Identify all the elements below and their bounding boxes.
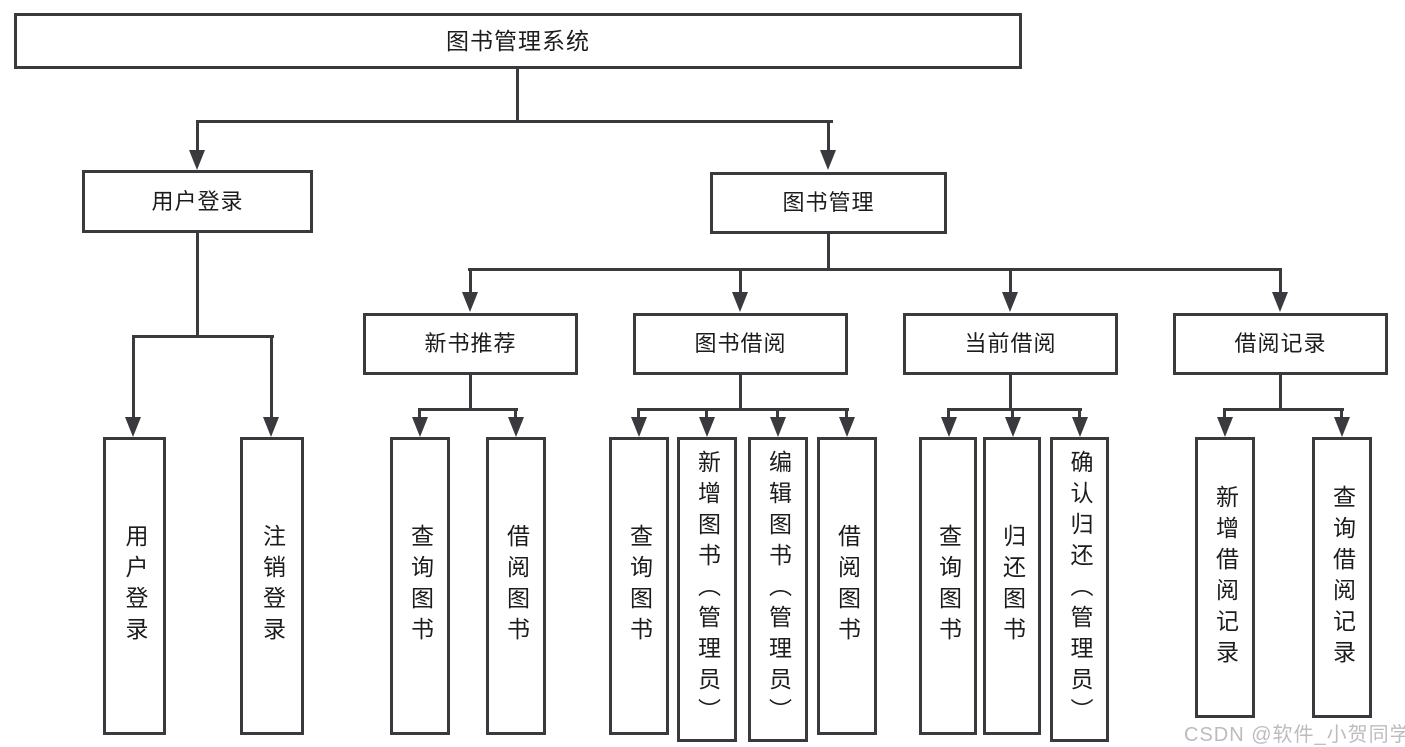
connector-user-login-drop-2 xyxy=(270,335,273,419)
connector-borrow-drop-4 xyxy=(845,408,848,420)
connector-book-mgmt-stem xyxy=(827,234,830,268)
csdn-watermark: CSDN @软件_小贺同学 xyxy=(1184,724,1405,746)
arrow-down-icon xyxy=(462,292,478,312)
node-label: 借阅记录 xyxy=(1234,331,1327,356)
node-label: 图书管理系统 xyxy=(446,27,590,54)
node-label: 查询借阅记录 xyxy=(1329,484,1356,671)
arrow-down-icon xyxy=(1217,417,1233,437)
node-new-book-recommend: 新书推荐 xyxy=(363,313,578,375)
connector-root-stem xyxy=(516,69,519,120)
connector-current-drop-3 xyxy=(1078,408,1081,420)
connector-book-mgmt-drop-3 xyxy=(1009,268,1012,293)
connector-book-mgmt-drop-2 xyxy=(739,268,742,293)
connector-root-bar xyxy=(196,120,833,123)
node-label: 新增图书（管理员） xyxy=(694,450,721,729)
arrow-down-icon xyxy=(412,417,428,437)
connector-recommend-drop-1 xyxy=(418,408,421,420)
arrow-down-icon xyxy=(1272,292,1288,312)
node-leaf-borrow-add-books-admin: 新增图书（管理员） xyxy=(677,437,737,742)
arrow-down-icon xyxy=(770,417,786,437)
connector-recommend-bar xyxy=(418,408,518,411)
connector-book-mgmt-drop-4 xyxy=(1279,268,1282,293)
node-label: 注销登录 xyxy=(259,524,286,648)
connector-current-bar xyxy=(947,408,1082,411)
connector-current-drop-2 xyxy=(1011,408,1014,420)
connector-borrow-drop-1 xyxy=(637,408,640,420)
connector-root-drop-right xyxy=(827,120,830,152)
node-label: 用户登录 xyxy=(122,524,148,648)
node-label: 查询图书 xyxy=(626,524,653,648)
arrow-down-icon xyxy=(125,417,141,437)
node-label: 查询图书 xyxy=(935,524,962,648)
arrow-down-icon xyxy=(1072,417,1088,437)
node-user-login: 用户登录 xyxy=(82,170,313,233)
connector-current-stem xyxy=(1009,375,1012,408)
node-label: 新增借阅记录 xyxy=(1212,484,1239,671)
arrow-down-icon xyxy=(941,417,957,437)
node-current-borrow: 当前借阅 xyxy=(903,313,1118,375)
node-leaf-current-confirm-return-admin: 确认归还（管理员） xyxy=(1050,437,1109,742)
arrow-down-icon xyxy=(1002,292,1018,312)
connector-record-drop-2 xyxy=(1340,408,1343,420)
arrow-down-icon xyxy=(508,417,524,437)
node-label: 归还图书 xyxy=(999,524,1026,648)
connector-record-bar xyxy=(1223,408,1344,411)
node-leaf-borrow-borrow-books: 借阅图书 xyxy=(817,437,877,735)
node-leaf-current-return-books: 归还图书 xyxy=(983,437,1041,735)
connector-root-drop-left xyxy=(196,120,199,152)
node-label: 编辑图书（管理员） xyxy=(765,450,792,729)
connector-record-stem xyxy=(1279,375,1282,408)
node-leaf-current-query-books: 查询图书 xyxy=(919,437,977,735)
node-label: 当前借阅 xyxy=(964,331,1057,356)
node-label: 新书推荐 xyxy=(424,331,517,356)
connector-borrow-bar xyxy=(637,408,849,411)
node-label: 图书借阅 xyxy=(694,331,787,356)
arrow-down-icon xyxy=(820,150,836,170)
node-library-management-system: 图书管理系统 xyxy=(14,13,1022,69)
node-label: 确认归还（管理员） xyxy=(1067,450,1093,729)
node-label: 图书管理 xyxy=(782,190,875,215)
node-label: 借阅图书 xyxy=(834,524,861,648)
connector-recommend-drop-2 xyxy=(514,408,517,420)
connector-current-drop-1 xyxy=(947,408,950,420)
node-book-management: 图书管理 xyxy=(710,172,947,234)
connector-record-drop-1 xyxy=(1223,408,1226,420)
connector-borrow-stem xyxy=(739,375,742,408)
arrow-down-icon xyxy=(732,292,748,312)
arrow-down-icon xyxy=(631,417,647,437)
connector-borrow-drop-2 xyxy=(705,408,708,420)
connector-user-login-stem xyxy=(196,233,199,335)
node-leaf-record-query-borrow-record: 查询借阅记录 xyxy=(1312,437,1372,718)
node-leaf-recommend-query-books: 查询图书 xyxy=(390,437,450,735)
node-leaf-borrow-edit-books-admin: 编辑图书（管理员） xyxy=(748,437,808,742)
node-label: 用户登录 xyxy=(151,188,244,214)
connector-recommend-stem xyxy=(469,375,472,408)
connector-user-login-drop-1 xyxy=(132,335,135,419)
arrow-down-icon xyxy=(699,417,715,437)
arrow-down-icon xyxy=(839,417,855,437)
node-leaf-borrow-query-books: 查询图书 xyxy=(609,437,669,735)
arrow-down-icon xyxy=(189,150,205,170)
connector-book-mgmt-drop-1 xyxy=(469,268,472,293)
node-label: 借阅图书 xyxy=(503,524,530,648)
node-borrow-record: 借阅记录 xyxy=(1173,313,1388,375)
connector-user-login-bar xyxy=(132,335,274,338)
node-leaf-recommend-borrow-books: 借阅图书 xyxy=(486,437,546,735)
node-label: 查询图书 xyxy=(407,524,434,648)
arrow-down-icon xyxy=(263,417,279,437)
node-leaf-logout: 注销登录 xyxy=(240,437,304,735)
node-book-borrow: 图书借阅 xyxy=(633,313,848,375)
connector-book-mgmt-bar xyxy=(468,268,1282,271)
node-leaf-record-add-borrow-record: 新增借阅记录 xyxy=(1195,437,1255,718)
connector-borrow-drop-3 xyxy=(776,408,779,420)
arrow-down-icon xyxy=(1334,417,1350,437)
node-leaf-user-login: 用户登录 xyxy=(103,437,166,735)
arrow-down-icon xyxy=(1005,417,1021,437)
